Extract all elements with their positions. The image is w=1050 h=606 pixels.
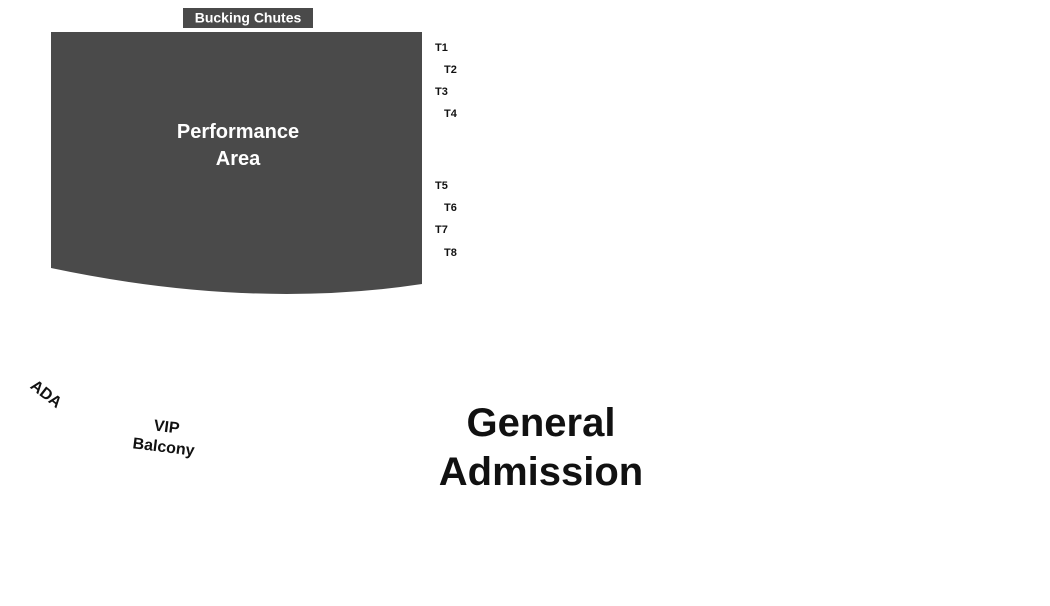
vip-balcony-label-line2: Balcony <box>132 435 196 459</box>
bucking-chutes-shape[interactable] <box>183 8 313 28</box>
ada-section-label[interactable]: ADA <box>27 377 65 412</box>
vip-balcony-label-line1: VIP <box>153 418 181 438</box>
general-admission-label-line2: Admission <box>439 450 643 494</box>
performance-area-label-line2: Area <box>216 148 261 170</box>
table-t7-label[interactable]: T7 <box>435 224 448 236</box>
table-labels: T1 T2 T3 T4 T5 T6 T7 T8 <box>435 42 458 259</box>
vip-balcony-section[interactable]: VIP Balcony <box>132 418 196 460</box>
table-t6-label[interactable]: T6 <box>444 202 457 214</box>
table-t2-label[interactable]: T2 <box>444 64 457 76</box>
performance-area[interactable]: Performance Area <box>51 32 422 294</box>
general-admission-label-line1: General <box>467 401 616 445</box>
performance-area-label-line1: Performance <box>177 121 299 143</box>
performance-area-shape[interactable] <box>51 32 422 294</box>
table-t5-label[interactable]: T5 <box>435 180 448 192</box>
table-t1-label[interactable]: T1 <box>435 42 448 54</box>
bucking-chutes-label: Bucking Chutes <box>195 10 302 26</box>
table-t3-label[interactable]: T3 <box>435 86 448 98</box>
table-t8-label[interactable]: T8 <box>444 247 457 259</box>
table-t4-label[interactable]: T4 <box>444 108 458 120</box>
general-admission-section[interactable]: General Admission <box>439 401 643 494</box>
bucking-chutes[interactable]: Bucking Chutes <box>183 8 313 28</box>
